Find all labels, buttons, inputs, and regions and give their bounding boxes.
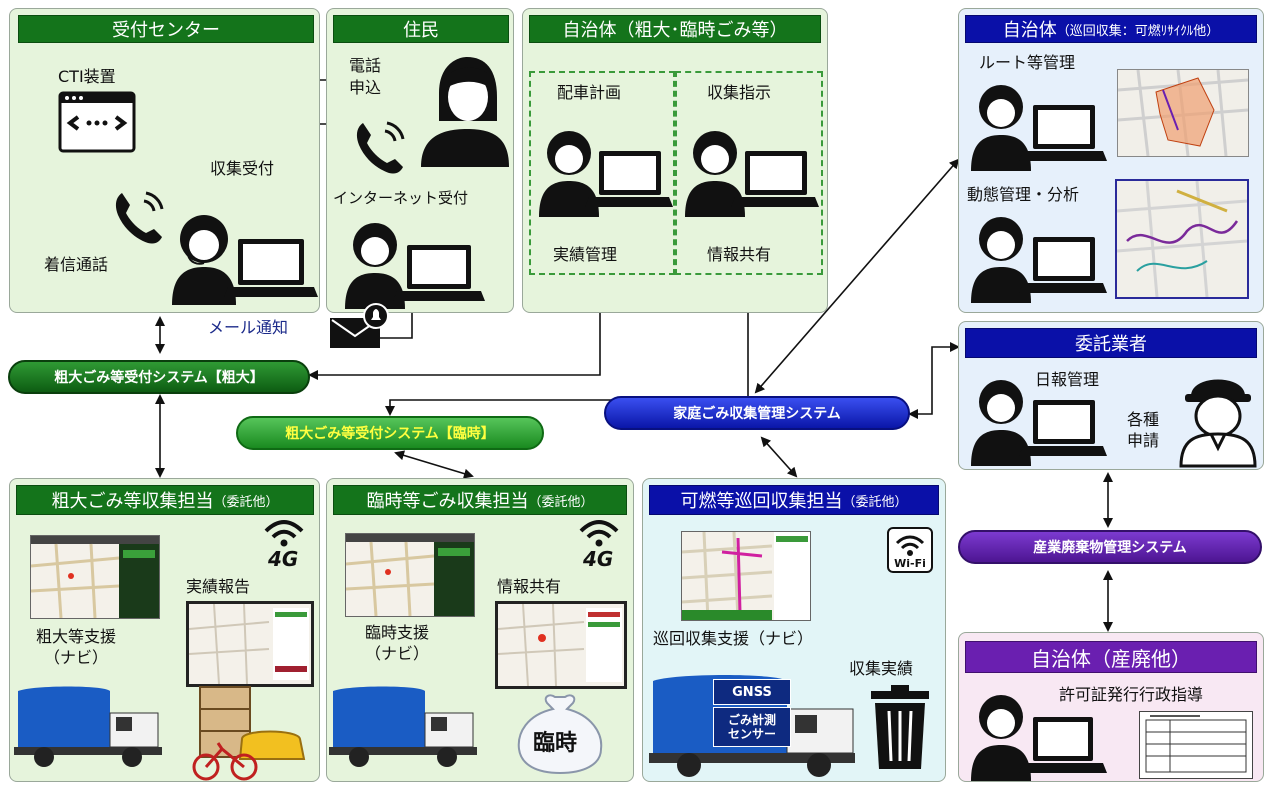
title-sub: （委託他） [842, 494, 908, 510]
panel-title: 受付センター [18, 15, 314, 43]
title-main: 粗大ごみ等収集担当 [51, 491, 214, 512]
temp-collection-panel: 臨時等ごみ収集担当（委託他） 4G 臨時支援 （ナビ） 情報共有 [326, 478, 634, 782]
nav-text: 臨時支援 （ナビ） [365, 623, 430, 663]
permit-label: 許可証発行行政指導 [1059, 685, 1204, 704]
phone-apply-text: 電話 申込 [349, 56, 382, 97]
garbage-truck-icon [14, 686, 162, 767]
network-4g-label: 4G [268, 547, 299, 571]
route-map-image [1117, 69, 1249, 157]
resident-person-icon [421, 57, 509, 167]
trash-can-icon [871, 685, 929, 769]
operator-headset-icon [971, 217, 1107, 303]
applications-text: 各種 申請 [1127, 410, 1160, 450]
operator-headset-icon [971, 85, 1107, 171]
operator-headset-icon [685, 131, 819, 217]
instruct-box [675, 71, 823, 275]
operator-headset-icon [539, 131, 673, 217]
title-main: 可燃等巡回収集担当 [680, 491, 843, 512]
share-tablet-image [495, 601, 627, 689]
contractor-panel: 委託業者 日報管理 各種 申請 [958, 321, 1264, 470]
worker-cap-icon [1179, 379, 1257, 468]
gnss-badge: GNSS [713, 679, 791, 705]
temp-reception-system[interactable]: 粗大ごみ等受付システム【臨時】 [236, 416, 544, 450]
tracking-label: 動態管理・分析 [967, 185, 1080, 204]
report-label: 実績報告 [186, 577, 251, 596]
route-label: ルート等管理 [979, 53, 1076, 72]
receive-call-label: 収集受付 [210, 159, 275, 178]
report-tablet-image [186, 601, 314, 687]
panel-title: 自治体（巡回収集：可燃ﾘｻｲｸﾙ他） [965, 15, 1257, 43]
title-main: 自治体 [1002, 20, 1057, 41]
nav-label: 粗大等支援 （ナビ） [36, 627, 116, 669]
operator-headset-icon [971, 380, 1107, 466]
industrial-waste-system[interactable]: 産業廃棄物管理システム [958, 530, 1262, 564]
title-sub: （委託他） [528, 494, 594, 510]
phone-icon [115, 191, 164, 244]
nav-text: 粗大等支援 （ナビ） [36, 627, 117, 667]
operator-headset-icon [172, 215, 318, 305]
panel-title: 委託業者 [965, 328, 1257, 358]
title-sub: （巡回収集：可燃ﾘｻｲｸﾙ他） [1056, 23, 1220, 39]
patrol-nav-label: 巡回収集支援（ナビ） [653, 629, 814, 648]
cti-label: CTI装置 [58, 67, 116, 86]
applications-label: 各種 申請 [1127, 410, 1159, 452]
garbage-truck-icon [329, 686, 477, 767]
phone-icon [356, 121, 405, 174]
tracking-map-image [1115, 179, 1249, 299]
industrial-municipality-panel: 自治体（産廃他） 許可証発行行政指導 [958, 632, 1264, 782]
mail-icon [330, 303, 389, 348]
sensor-text: ごみ計測 センサー [727, 712, 776, 741]
bulky-municipality-panel: 自治体（粗大･臨時ごみ等） 配車計画 収集指示 実績管理 情報共有 [522, 8, 828, 313]
bulky-collection-panel: 粗大ごみ等収集担当（委託他） 4G 粗大等支援 （ナビ） 実績報告 [9, 478, 320, 782]
panel-title: 自治体（産廃他） [965, 641, 1257, 673]
panel-title: 可燃等巡回収集担当（委託他） [649, 485, 939, 515]
bulky-items-icon [192, 686, 306, 781]
operator-headset-icon [345, 223, 485, 309]
internet-label: インターネット受付 [333, 189, 469, 207]
panel-title: 自治体（粗大･臨時ごみ等） [529, 15, 821, 43]
results-label: 実績管理 [553, 245, 618, 264]
phone-apply-label: 電話 申込 [349, 55, 381, 98]
wifi-signal-icon [579, 520, 619, 547]
title-sub: （委託他） [213, 494, 279, 510]
panel-title: 住民 [333, 15, 509, 43]
reception-center-panel: 受付センター CTI装置 収集受付 着信通話 [9, 8, 320, 313]
title-main: 臨時等ごみ収集担当 [366, 491, 529, 512]
panel-title: 粗大ごみ等収集担当（委託他） [16, 485, 314, 515]
mail-notice-label: メール通知 [208, 318, 289, 337]
network-4g-label: 4G [583, 547, 614, 571]
incoming-call-label: 着信通話 [44, 255, 109, 274]
wifi-signal-icon [264, 520, 304, 547]
route-municipality-panel: 自治体（巡回収集：可燃ﾘｻｲｸﾙ他） ルート等管理 動態管理・分析 [958, 8, 1264, 313]
bag-label: 臨時 [533, 731, 578, 756]
patrol-collection-panel: 可燃等巡回収集担当（委託他） Wi-Fi 巡回収集支援（ナビ） 収集実績 GNS… [642, 478, 946, 782]
share-label: 情報共有 [497, 577, 562, 596]
wifi-label: Wi-Fi [894, 557, 926, 570]
nav-label: 臨時支援 （ナビ） [365, 623, 429, 665]
nav-screen-image [345, 533, 475, 617]
household-waste-system[interactable]: 家庭ごみ収集管理システム [604, 396, 910, 430]
residents-panel: 住民 電話 申込 インターネット受付 [326, 8, 514, 313]
nav-screen-image [30, 535, 160, 619]
instruct-label: 収集指示 [707, 83, 772, 102]
daily-label: 日報管理 [1035, 370, 1100, 389]
sensor-badge: ごみ計測 センサー [713, 707, 791, 747]
bulky-reception-system[interactable]: 粗大ごみ等受付システム【粗大】 [8, 360, 310, 394]
cti-device-icon [58, 91, 136, 153]
garbage-bag-icon [517, 694, 603, 775]
patrol-nav-image [681, 531, 811, 621]
dispatch-box [529, 71, 675, 275]
dispatch-label: 配車計画 [557, 83, 622, 102]
operator-headset-icon [971, 695, 1107, 781]
permit-document-image [1139, 711, 1253, 779]
results-label: 収集実績 [849, 659, 914, 678]
share-label: 情報共有 [707, 245, 772, 264]
panel-title: 臨時等ごみ収集担当（委託他） [333, 485, 627, 515]
wifi-badge: Wi-Fi [887, 527, 933, 573]
